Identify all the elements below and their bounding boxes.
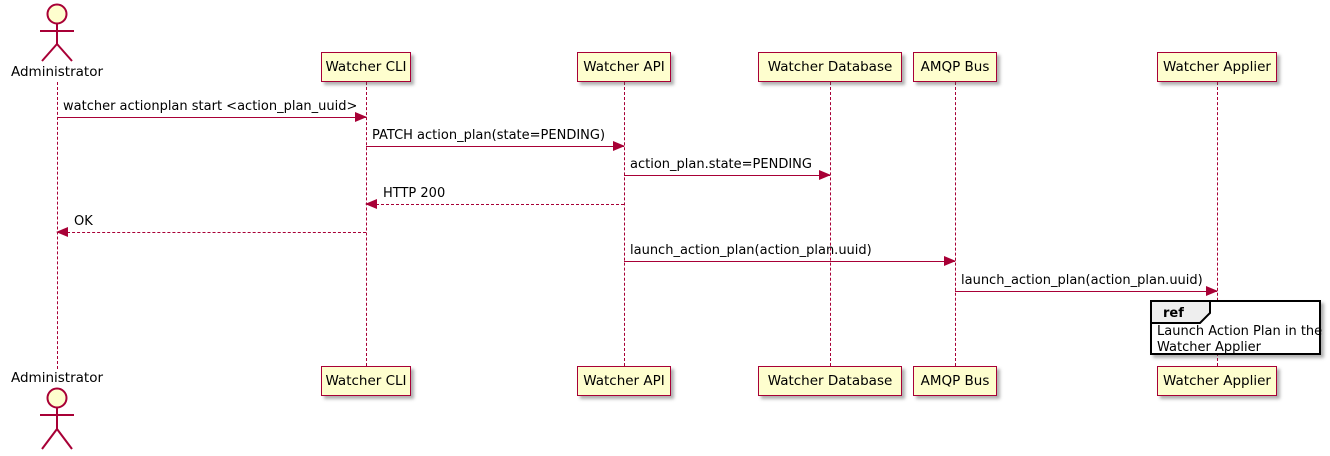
message-label: launch_action_plan(action_plan.uuid) [630,243,872,258]
participant-label: Watcher Applier [1163,373,1271,389]
arrowhead-icon [1206,286,1218,296]
message-label: watcher actionplan start <action_plan_uu… [63,99,358,114]
participant-label: Watcher CLI [325,373,407,389]
participant-top-watcher-api: Watcher API [577,52,671,82]
participant-label: Watcher Applier [1163,59,1271,75]
participant-top-watcher-cli: Watcher CLI [321,52,411,82]
message-patch-action-plan: PATCH action_plan(state=PENDING) [366,128,625,151]
actor-figure-icon [40,3,74,62]
actor-figure-icon [40,387,74,450]
message-launch-action-plan-applier: launch_action_plan(action_plan.uuid) [955,273,1218,296]
message-line [57,232,366,233]
message-label: action_plan.state=PENDING [630,157,812,172]
lifeline-watcher-database [830,82,831,366]
participant-bottom-watcher-api: Watcher API [577,366,671,396]
actor-label-bottom: Administrator [10,370,104,386]
message-line [366,204,624,205]
message-state-pending: action_plan.state=PENDING [624,157,831,180]
participant-bottom-watcher-cli: Watcher CLI [321,366,411,396]
message-ok: OK [56,214,366,237]
participant-top-watcher-applier: Watcher Applier [1157,52,1277,82]
participant-bottom-watcher-database: Watcher Database [758,366,902,396]
ref-text-line: Launch Action Plan in the [1157,324,1323,339]
ref-tab: ref [1151,301,1211,324]
message-http-200: HTTP 200 [365,186,624,209]
ref-fragment: ref Launch Action Plan in the Watcher Ap… [1150,300,1323,356]
message-label: HTTP 200 [383,186,446,201]
actor-label-top: Administrator [10,64,104,80]
ref-text: Launch Action Plan in the Watcher Applie… [1157,324,1323,356]
participant-label: AMQP Bus [920,373,990,389]
participant-label: Watcher Database [767,59,893,75]
participant-label: Watcher API [583,373,665,389]
message-label: PATCH action_plan(state=PENDING) [372,128,606,143]
lifeline-watcher-api [624,82,625,366]
message-label: launch_action_plan(action_plan.uuid) [961,273,1203,288]
participant-top-amqp-bus: AMQP Bus [913,52,997,82]
message-line [624,175,830,176]
participant-label: AMQP Bus [920,59,990,75]
lifeline-amqp-bus [955,82,956,366]
participant-bottom-amqp-bus: AMQP Bus [913,366,997,396]
ref-keyword: ref [1163,306,1184,321]
lifeline-administrator [57,82,58,369]
message-line [624,261,955,262]
lifeline-watcher-cli [366,82,367,366]
message-start-actionplan: watcher actionplan start <action_plan_uu… [57,99,367,122]
ref-text-line: Watcher Applier [1157,340,1261,355]
message-line [57,117,366,118]
arrowhead-icon [944,256,956,266]
participant-bottom-watcher-applier: Watcher Applier [1157,366,1277,396]
arrowhead-icon [56,227,68,237]
arrowhead-icon [819,170,831,180]
participant-label: Watcher API [583,59,665,75]
arrowhead-icon [365,199,377,209]
lifeline-watcher-applier [1217,82,1218,366]
message-line [366,146,624,147]
participant-label: Watcher Database [767,373,893,389]
message-label: OK [74,214,93,229]
message-launch-action-plan-amqp: launch_action_plan(action_plan.uuid) [624,243,956,266]
participant-label: Watcher CLI [325,59,407,75]
arrowhead-icon [355,112,367,122]
message-line [955,291,1217,292]
arrowhead-icon [613,141,625,151]
participant-top-watcher-database: Watcher Database [758,52,902,82]
